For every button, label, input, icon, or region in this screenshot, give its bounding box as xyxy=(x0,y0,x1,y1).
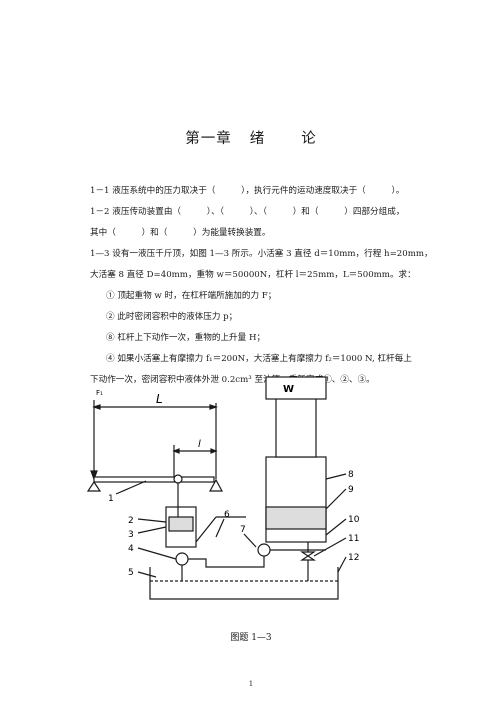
question-1-2-cont: 其中（ ）和（ ）为能量转换装置。 xyxy=(90,228,271,238)
part-4: 4 xyxy=(128,544,134,554)
part-5: 5 xyxy=(128,568,134,578)
large-piston-rod xyxy=(275,396,317,458)
part-9: 9 xyxy=(348,485,354,495)
label-l: l xyxy=(198,439,201,450)
sub-question-4: ④ 如果小活塞上有摩擦力 f₁＝200N，大活塞上有摩擦力 f₂＝1000 N,… xyxy=(106,354,412,364)
figure-caption: 图题 1—3 xyxy=(230,633,272,643)
part-8: 8 xyxy=(348,470,354,480)
part-3: 3 xyxy=(128,530,134,540)
label-W: W xyxy=(283,384,294,395)
sub-question-3: ⑧ 杠杆上下动作一次，重物的上升量 H； xyxy=(106,333,266,343)
large-piston xyxy=(265,506,327,530)
sub-question-2: ② 此时密闭容积中的液体压力 p； xyxy=(106,312,238,322)
small-piston xyxy=(168,516,194,532)
part-2: 2 xyxy=(128,516,134,526)
pivot-right xyxy=(208,478,224,492)
sub-question-4-cont: 下动作一次，密闭容积中液体外泄 0.2cm³ 至油箱，重新完成①、②、③。 xyxy=(90,375,375,385)
part-6: 6 xyxy=(224,510,230,520)
label-F: F₁ xyxy=(96,389,103,397)
question-1-2: 1－2 液压传动装置由（ ）、（ ）、（ ）和（ ）四部分组成， xyxy=(90,207,405,217)
part-12: 12 xyxy=(348,553,359,563)
part-11: 11 xyxy=(348,534,359,544)
question-1-1: 1－1 液压系统中的压力取决于（ ），执行元件的运动速度取决于（ ）。 xyxy=(90,186,405,196)
question-1-3-cont: 大活塞 8 直径 D=40mm，重物 w＝50000N，杠杆 l＝25mm，L＝… xyxy=(90,270,416,280)
part-1: 1 xyxy=(108,494,114,504)
page-number: 1 xyxy=(248,680,254,688)
chapter-word-1: 绪 xyxy=(249,131,266,147)
part-7: 7 xyxy=(240,525,246,535)
chapter-word-2: 论 xyxy=(301,131,317,147)
chapter-title: 第一章 绪 论 xyxy=(0,127,502,148)
part-10: 10 xyxy=(348,515,360,525)
lever-bar xyxy=(93,476,215,483)
weight-block xyxy=(265,376,327,400)
label-L: L xyxy=(156,392,163,406)
pivot-left xyxy=(86,480,102,492)
release-valve-11 xyxy=(300,551,316,561)
pipe-6 xyxy=(188,556,265,568)
oil-tank xyxy=(149,567,339,600)
check-valve-4 xyxy=(175,552,189,566)
question-1-3: 1—3 设有一液压千斤顶，如图 1—3 所示。小活塞 3 直径 d＝10mm，行… xyxy=(90,249,433,259)
hydraulic-jack-figure: L l W F₁ 1 2 3 4 5 6 7 8 9 10 11 12 xyxy=(86,376,360,600)
sub-question-1: ① 顶起重物 w 时，在杠杆端所施加的力 F； xyxy=(106,291,277,301)
check-valve-7 xyxy=(257,543,271,557)
chapter-number: 第一章 xyxy=(185,131,232,147)
